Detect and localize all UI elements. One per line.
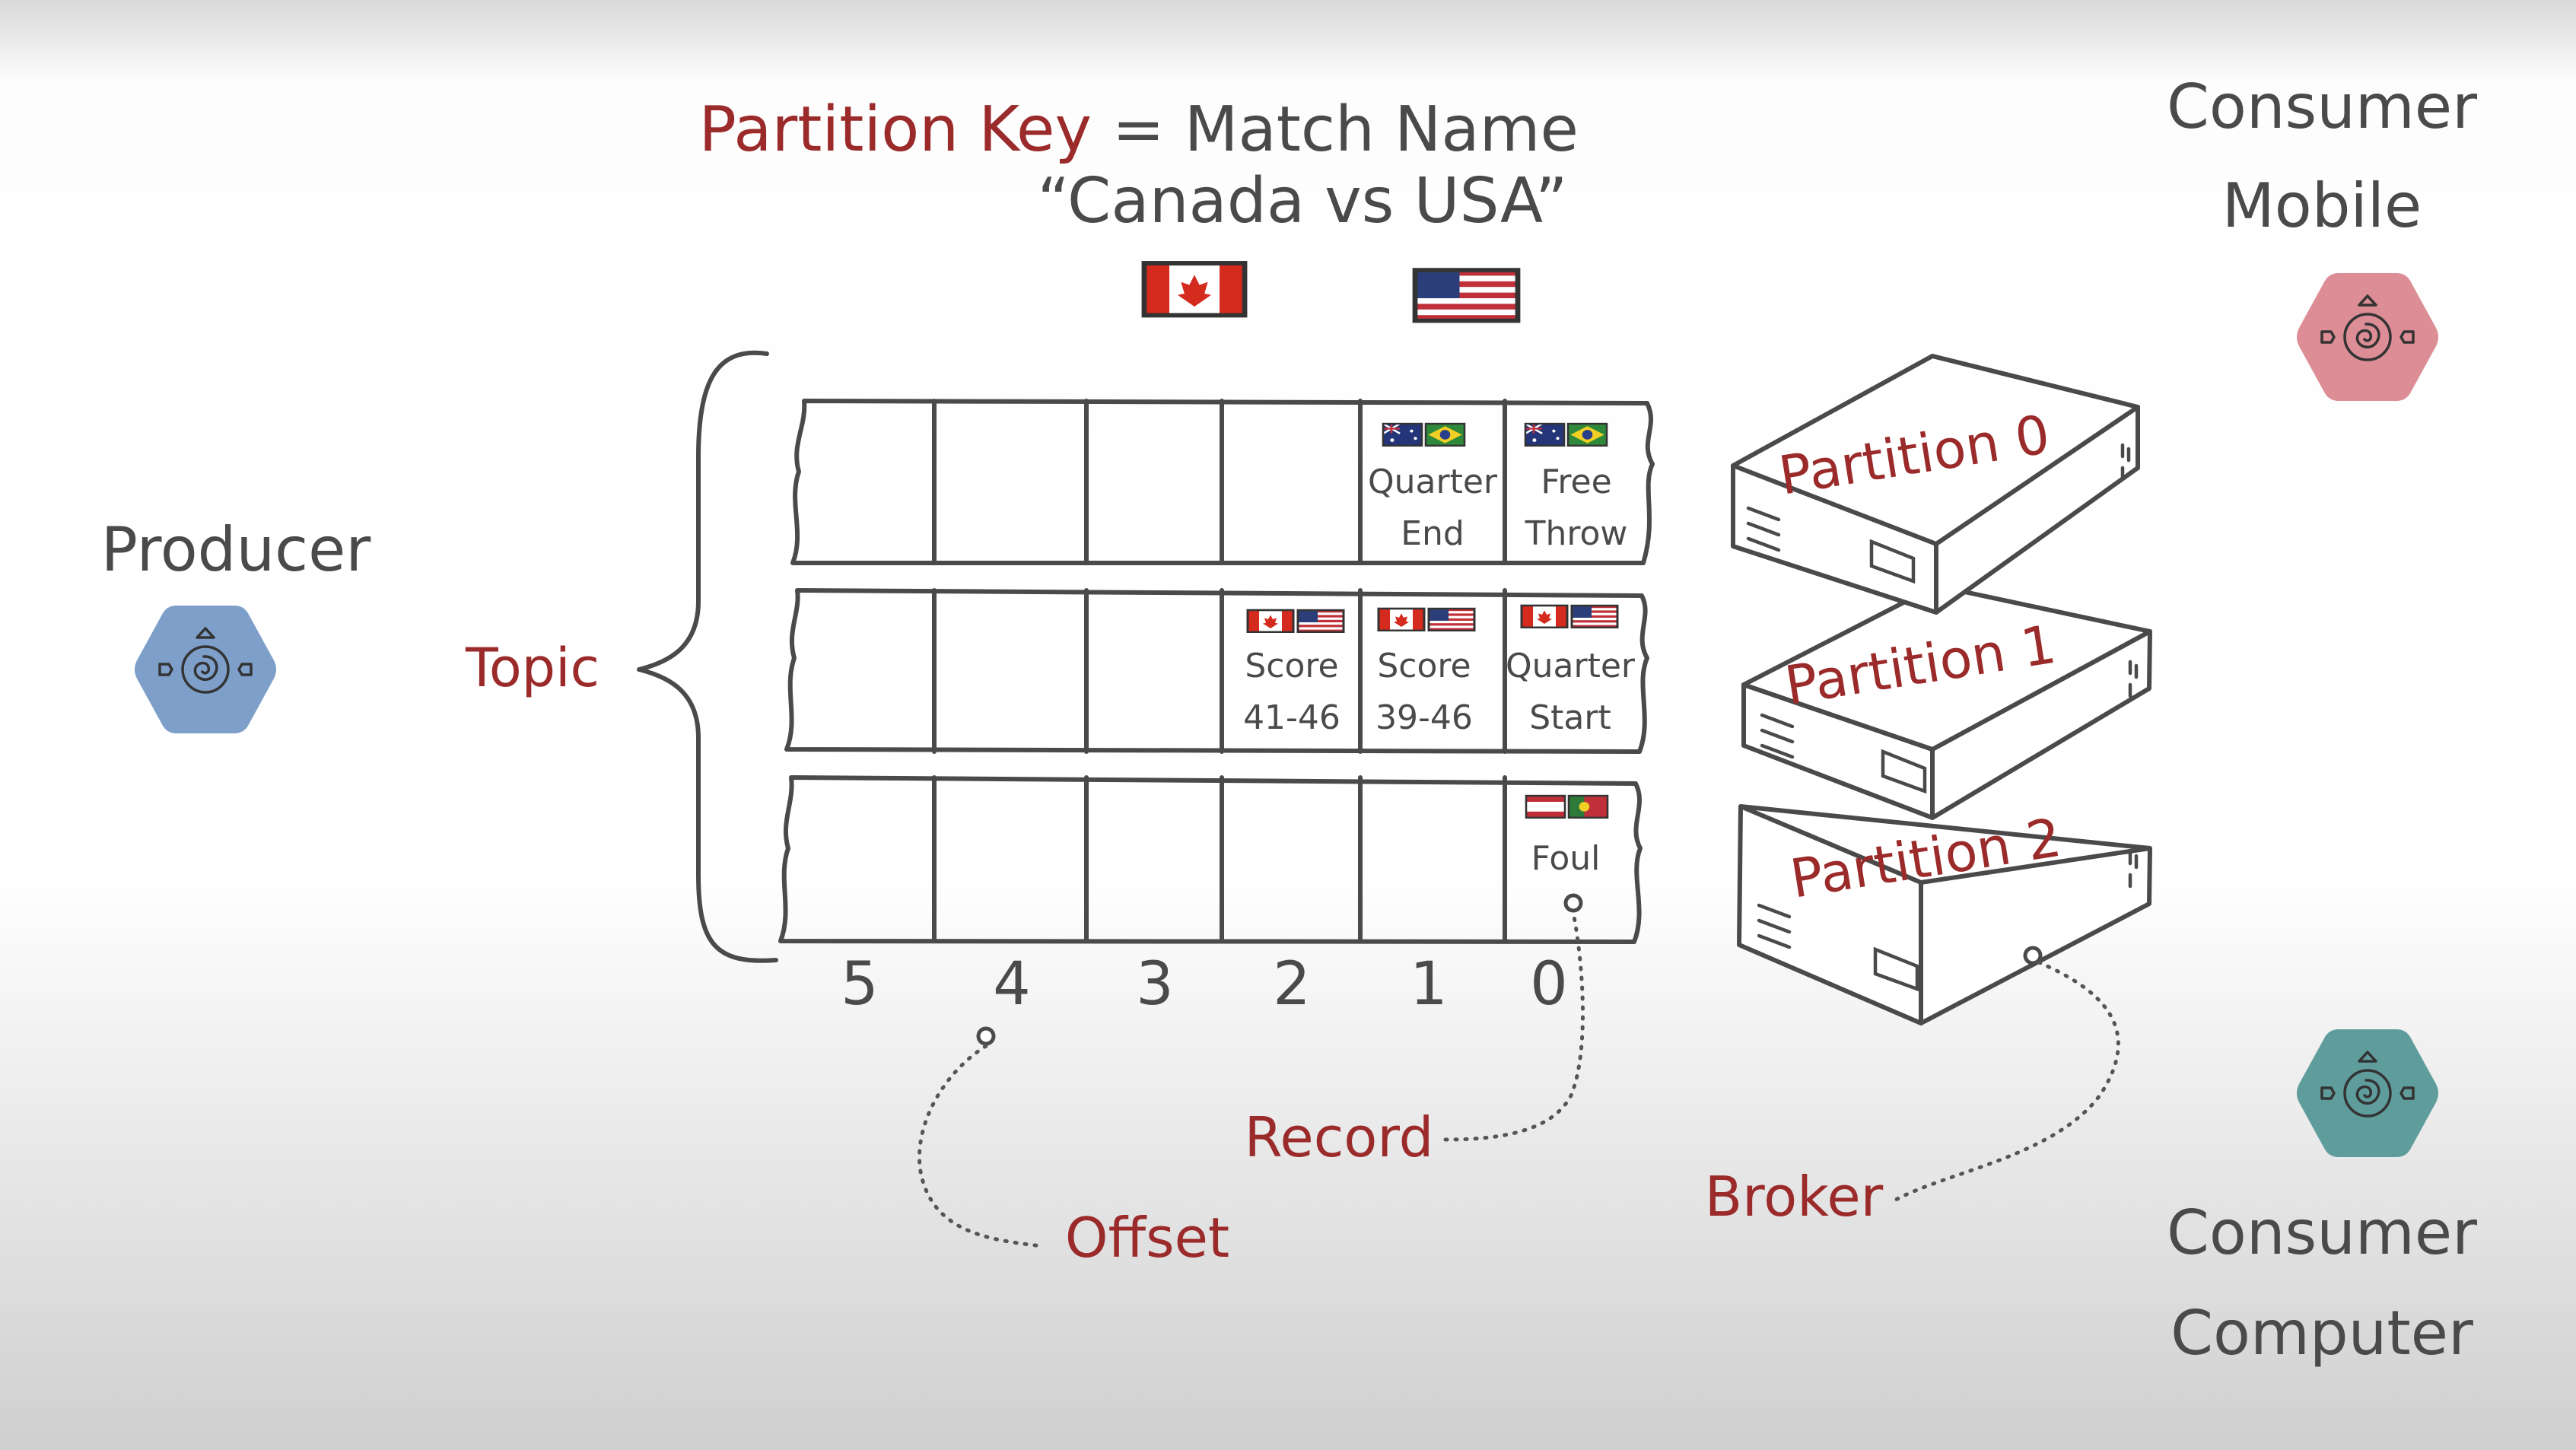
consumer-computer-hexagon-icon [2297, 1029, 2438, 1157]
producer-label: Producer [101, 514, 371, 585]
usa-flag-icon [1427, 607, 1476, 632]
record-label-line2: Throw [1525, 514, 1628, 553]
offset-number-4: 4 [993, 950, 1031, 1019]
record-label-line2: End [1401, 514, 1465, 553]
canada-flag-icon [1246, 609, 1295, 634]
match-name-label: = Match Name [1112, 94, 1579, 166]
brazil-flag-icon [1566, 422, 1608, 447]
record-p1-offset2[interactable]: Score 41-46 [1243, 609, 1345, 737]
record-label-line2: Start [1529, 698, 1611, 737]
record-p2-offset0[interactable]: Foul [1525, 794, 1609, 913]
match-value-label: “Canada vs USA” [1038, 165, 1568, 237]
record-label-line2: 41-46 [1243, 698, 1340, 737]
record-callout: Record [1245, 911, 1585, 1169]
consumer-mobile-hexagon-icon [2297, 273, 2438, 401]
australia-flag-icon [1382, 422, 1423, 447]
record-p0-offset0[interactable]: Free Throw [1524, 422, 1628, 553]
consumer-mobile-label-1: Consumer [2167, 72, 2477, 142]
offset-number-5: 5 [841, 950, 879, 1019]
broker-callout: Broker [1705, 960, 2120, 1229]
canada-flag-icon [1144, 263, 1245, 315]
broker-partition-1[interactable]: Partition 1 [1741, 583, 2152, 820]
producer-hexagon-icon [135, 606, 276, 733]
topic-label: Topic [465, 637, 599, 699]
consumer-computer-label-2: Computer [2171, 1298, 2473, 1369]
offset-number-0: 0 [1530, 950, 1568, 1019]
offset-pointer-dot [976, 1026, 996, 1046]
broker-partition-0[interactable]: Partition 0 [1731, 354, 2140, 615]
canada-flag-icon [1520, 604, 1569, 629]
partition-0-row [790, 399, 1655, 565]
consumer-computer-label-1: Consumer [2167, 1197, 2477, 1268]
record-label-line1: Quarter [1368, 463, 1498, 501]
record-label-line2: 39-46 [1375, 698, 1473, 737]
usa-flag-icon [1296, 609, 1345, 634]
partition-2-row [778, 775, 1643, 944]
record-pointer-dot [1563, 893, 1583, 913]
record-label-line1: Free [1541, 463, 1611, 501]
offset-number-1: 1 [1410, 950, 1448, 1019]
record-p1-offset0[interactable]: Quarter Start [1506, 604, 1636, 737]
consumer-mobile-label-2: Mobile [2222, 170, 2422, 241]
usa-flag-icon [1415, 270, 1518, 321]
record-callout-label: Record [1245, 1105, 1434, 1169]
record-p0-offset1[interactable]: Quarter End [1368, 422, 1498, 553]
usa-flag-icon [1570, 604, 1619, 629]
australia-flag-icon [1524, 422, 1566, 447]
broker-pointer-dot [2023, 946, 2043, 965]
record-label-line1: Score [1245, 647, 1338, 685]
partition-key-label: Partition Key [699, 94, 1092, 166]
offset-callout-label: Offset [1065, 1206, 1229, 1270]
record-label-line1: Quarter [1506, 647, 1636, 685]
broker-partition-2[interactable]: Partition 2 [1737, 804, 2152, 1025]
offset-callout: Offset [918, 1026, 1229, 1270]
brazil-flag-icon [1424, 422, 1466, 447]
record-p1-offset1[interactable]: Score 39-46 [1375, 607, 1476, 737]
offset-number-2: 2 [1273, 950, 1311, 1019]
offset-number-3: 3 [1136, 950, 1174, 1019]
record-label-line1: Score [1377, 647, 1471, 685]
partition-1-row [784, 588, 1649, 754]
canada-flag-icon [1377, 607, 1426, 632]
flag-icon [1525, 794, 1566, 819]
topic-brace [637, 350, 778, 963]
portugal-flag-icon [1567, 794, 1609, 819]
record-label-line1: Foul [1531, 839, 1601, 878]
broker-callout-label: Broker [1705, 1165, 1884, 1229]
